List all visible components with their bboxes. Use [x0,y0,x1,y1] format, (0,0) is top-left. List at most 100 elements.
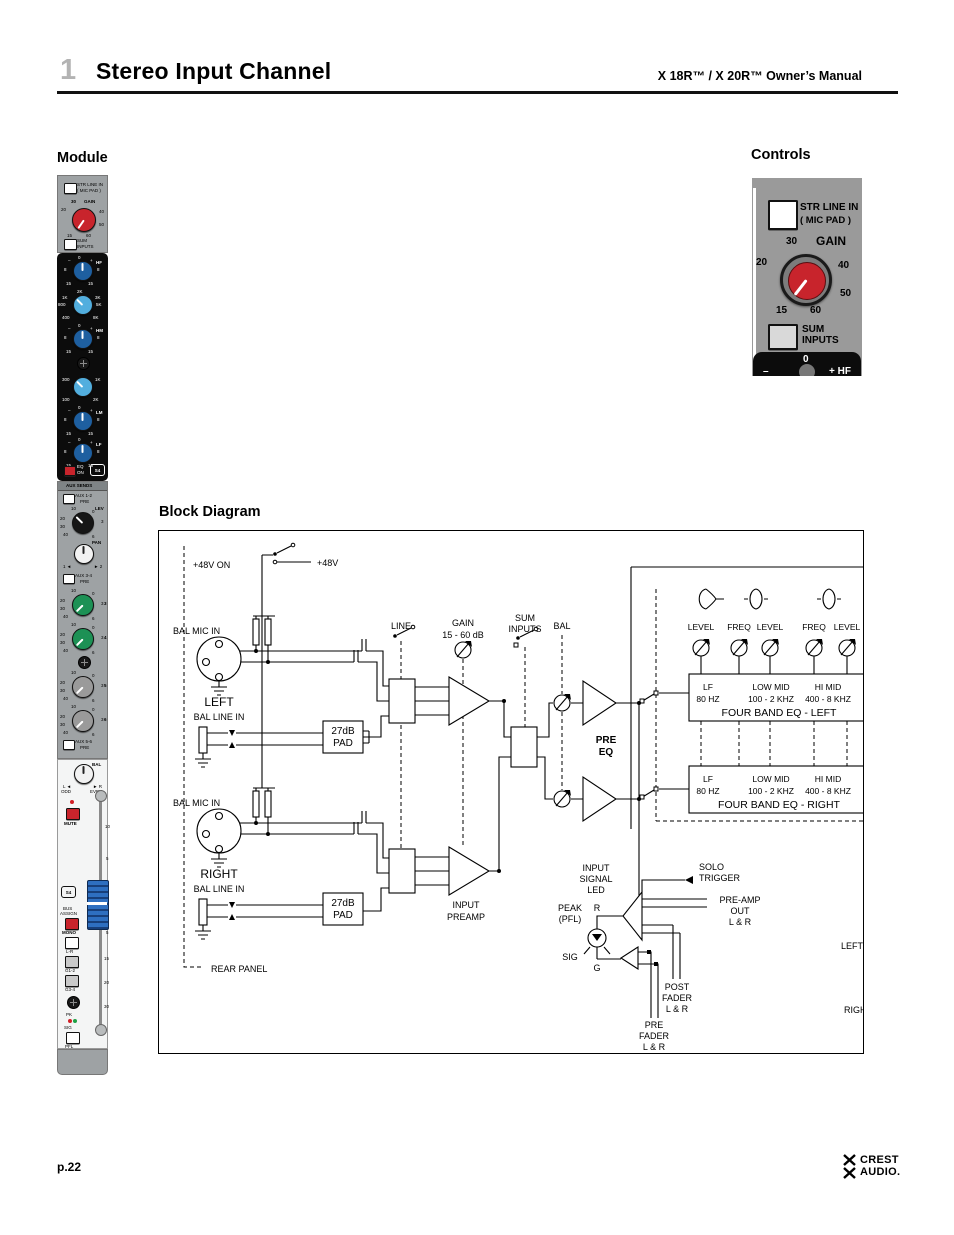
bal-knob [74,764,94,784]
output-left-label: LEFT [841,941,863,951]
aux4-knob-group: 10 0 20 3 30 40 6 4 [60,622,107,655]
svg-text:LEFT: LEFT [204,695,234,709]
svg-text:FREQ: FREQ [727,622,751,632]
svg-text:LINE: LINE [391,621,411,631]
svg-text:FADER: FADER [662,993,693,1003]
crest-audio-logo: CREST AUDIO. [842,1153,900,1181]
output-push-knob [67,996,80,1009]
svg-text:+48V: +48V [317,558,338,568]
solo-arrow [685,876,693,884]
svg-text:BAL MIC IN: BAL MIC IN [173,798,220,808]
sum-bal-wiring [537,702,583,800]
svg-text:BAL: BAL [553,621,570,631]
strip-input-section: STR LINE IN ( MIC PAD ) 30 GAIN 20 40 50… [57,175,108,253]
svg-text:80 HZ: 80 HZ [696,694,719,704]
page-number: p.22 [57,1160,82,1174]
pre-eq-amp-left [582,679,617,727]
rear-panel-boundary [183,546,203,968]
aux1-level-knob [72,512,94,534]
channel-strip-illustration: STR LINE IN ( MIC PAD ) 30 GAIN 20 40 50… [57,175,110,1075]
fader-top-cap [95,790,107,802]
hf-section-peek: 0 – + HF [753,352,861,376]
hm-freq-knob-group: 2K 1K 3K 800 5K 400 8K [58,289,102,320]
svg-text:R: R [594,903,601,913]
aux3-knob [72,594,94,616]
svg-text:INPUT: INPUT [583,863,611,873]
controls-detail-panel: STR LINE IN ( MIC PAD ) 30 GAIN 20 40 50… [752,178,862,376]
svg-text:100 - 2 KHZ: 100 - 2 KHZ [748,786,794,796]
jack-right [198,898,208,926]
svg-text:SOLO: SOLO [699,862,724,872]
svg-text:FOUR BAND EQ - LEFT: FOUR BAND EQ - LEFT [722,707,838,719]
block-diagram-heading: Block Diagram [159,504,261,520]
lf-gain-knob [73,443,93,463]
svg-text:LOW MID: LOW MID [752,774,789,784]
aux1-knob-group: 10 LEV 0 20 3 30 40 6 [60,506,104,539]
svg-text:100 - 2 KHZ: 100 - 2 KHZ [748,694,794,704]
pad-right-box [322,892,364,926]
svg-text:INPUT: INPUT [453,900,481,910]
gain-pot [454,640,473,659]
hf-gain-knob [73,261,93,281]
lr-button [65,937,79,949]
hf-knob-group: 0 – + HF 8 8 15 15 [64,255,102,286]
svg-text:LEVEL: LEVEL [834,622,861,632]
xlr-left [196,636,242,682]
g12-button [65,956,79,968]
bal-pot-right [553,789,572,808]
lf-knob-group: 0 – + LF 8 8 15 15 [64,437,102,468]
eq-push-knob [77,357,90,370]
rear-panel-label: REAR PANEL [211,964,267,974]
module-heading: Module [57,150,108,166]
aux5-knob [72,676,94,698]
pad-left-box [322,720,364,754]
svg-text:LEVEL: LEVEL [688,622,715,632]
aux4-knob [72,628,94,650]
str-line-in-label: STR LINE IN [77,182,104,187]
svg-text:LF: LF [703,774,713,784]
hm-freq-knob [73,295,93,315]
svg-text:400 - 8 KHZ: 400 - 8 KHZ [805,694,851,704]
inner-box [630,566,863,829]
aux5-knob-group: 10 0 20 3 30 40 6 5 [60,670,107,703]
svg-text:PREAMP: PREAMP [447,912,485,922]
svg-text:L & R: L & R [643,1042,666,1052]
svg-text:FADER: FADER [639,1031,670,1041]
lm-freq-knob [73,377,93,397]
svg-text:EQ: EQ [599,747,614,758]
shelf-curve-icon [698,588,724,610]
fader-cap [87,880,109,930]
eq-left-box [688,673,863,722]
pan-knob [74,544,94,564]
left-line-wiring [202,715,389,759]
bal-pot-left [553,693,572,712]
peak-comparator [622,890,643,942]
fader-s4-badge: S4 [61,886,76,898]
svg-text:LEVEL: LEVEL [757,622,784,632]
eq-on-button [64,466,76,476]
str-line-in-button-large [768,200,798,230]
bell-curve-icon-1 [744,588,768,610]
selector-right [388,848,416,894]
svg-text:SUM: SUM [515,613,535,623]
sum-inputs-button-large [768,324,798,350]
right-preamp-wiring [415,756,511,886]
svg-text:+48V ON: +48V ON [193,560,230,570]
aux34-pre-button [63,574,75,584]
output-right-label: RIGHT [844,1005,863,1015]
svg-text:PAD: PAD [333,738,353,749]
svg-text:(PFL): (PFL) [559,914,582,924]
svg-text:400 - 8 KHZ: 400 - 8 KHZ [805,786,851,796]
eq-s4-badge: S4 [90,464,105,476]
svg-text:15 - 60 dB: 15 - 60 dB [442,630,484,640]
strip-eq-section: 0 – + HF 8 8 15 15 2K 1K 3K 800 5K 400 8… [57,253,108,481]
fader-bottom-cap [95,1024,107,1036]
svg-text:L & R: L & R [666,1004,689,1014]
jack-left [198,726,208,754]
svg-text:PRE: PRE [645,1020,664,1030]
svg-text:L & R: L & R [729,917,752,927]
phantom-wiring [253,554,311,834]
preamp-right [448,846,491,896]
aux6-knob [72,710,94,732]
